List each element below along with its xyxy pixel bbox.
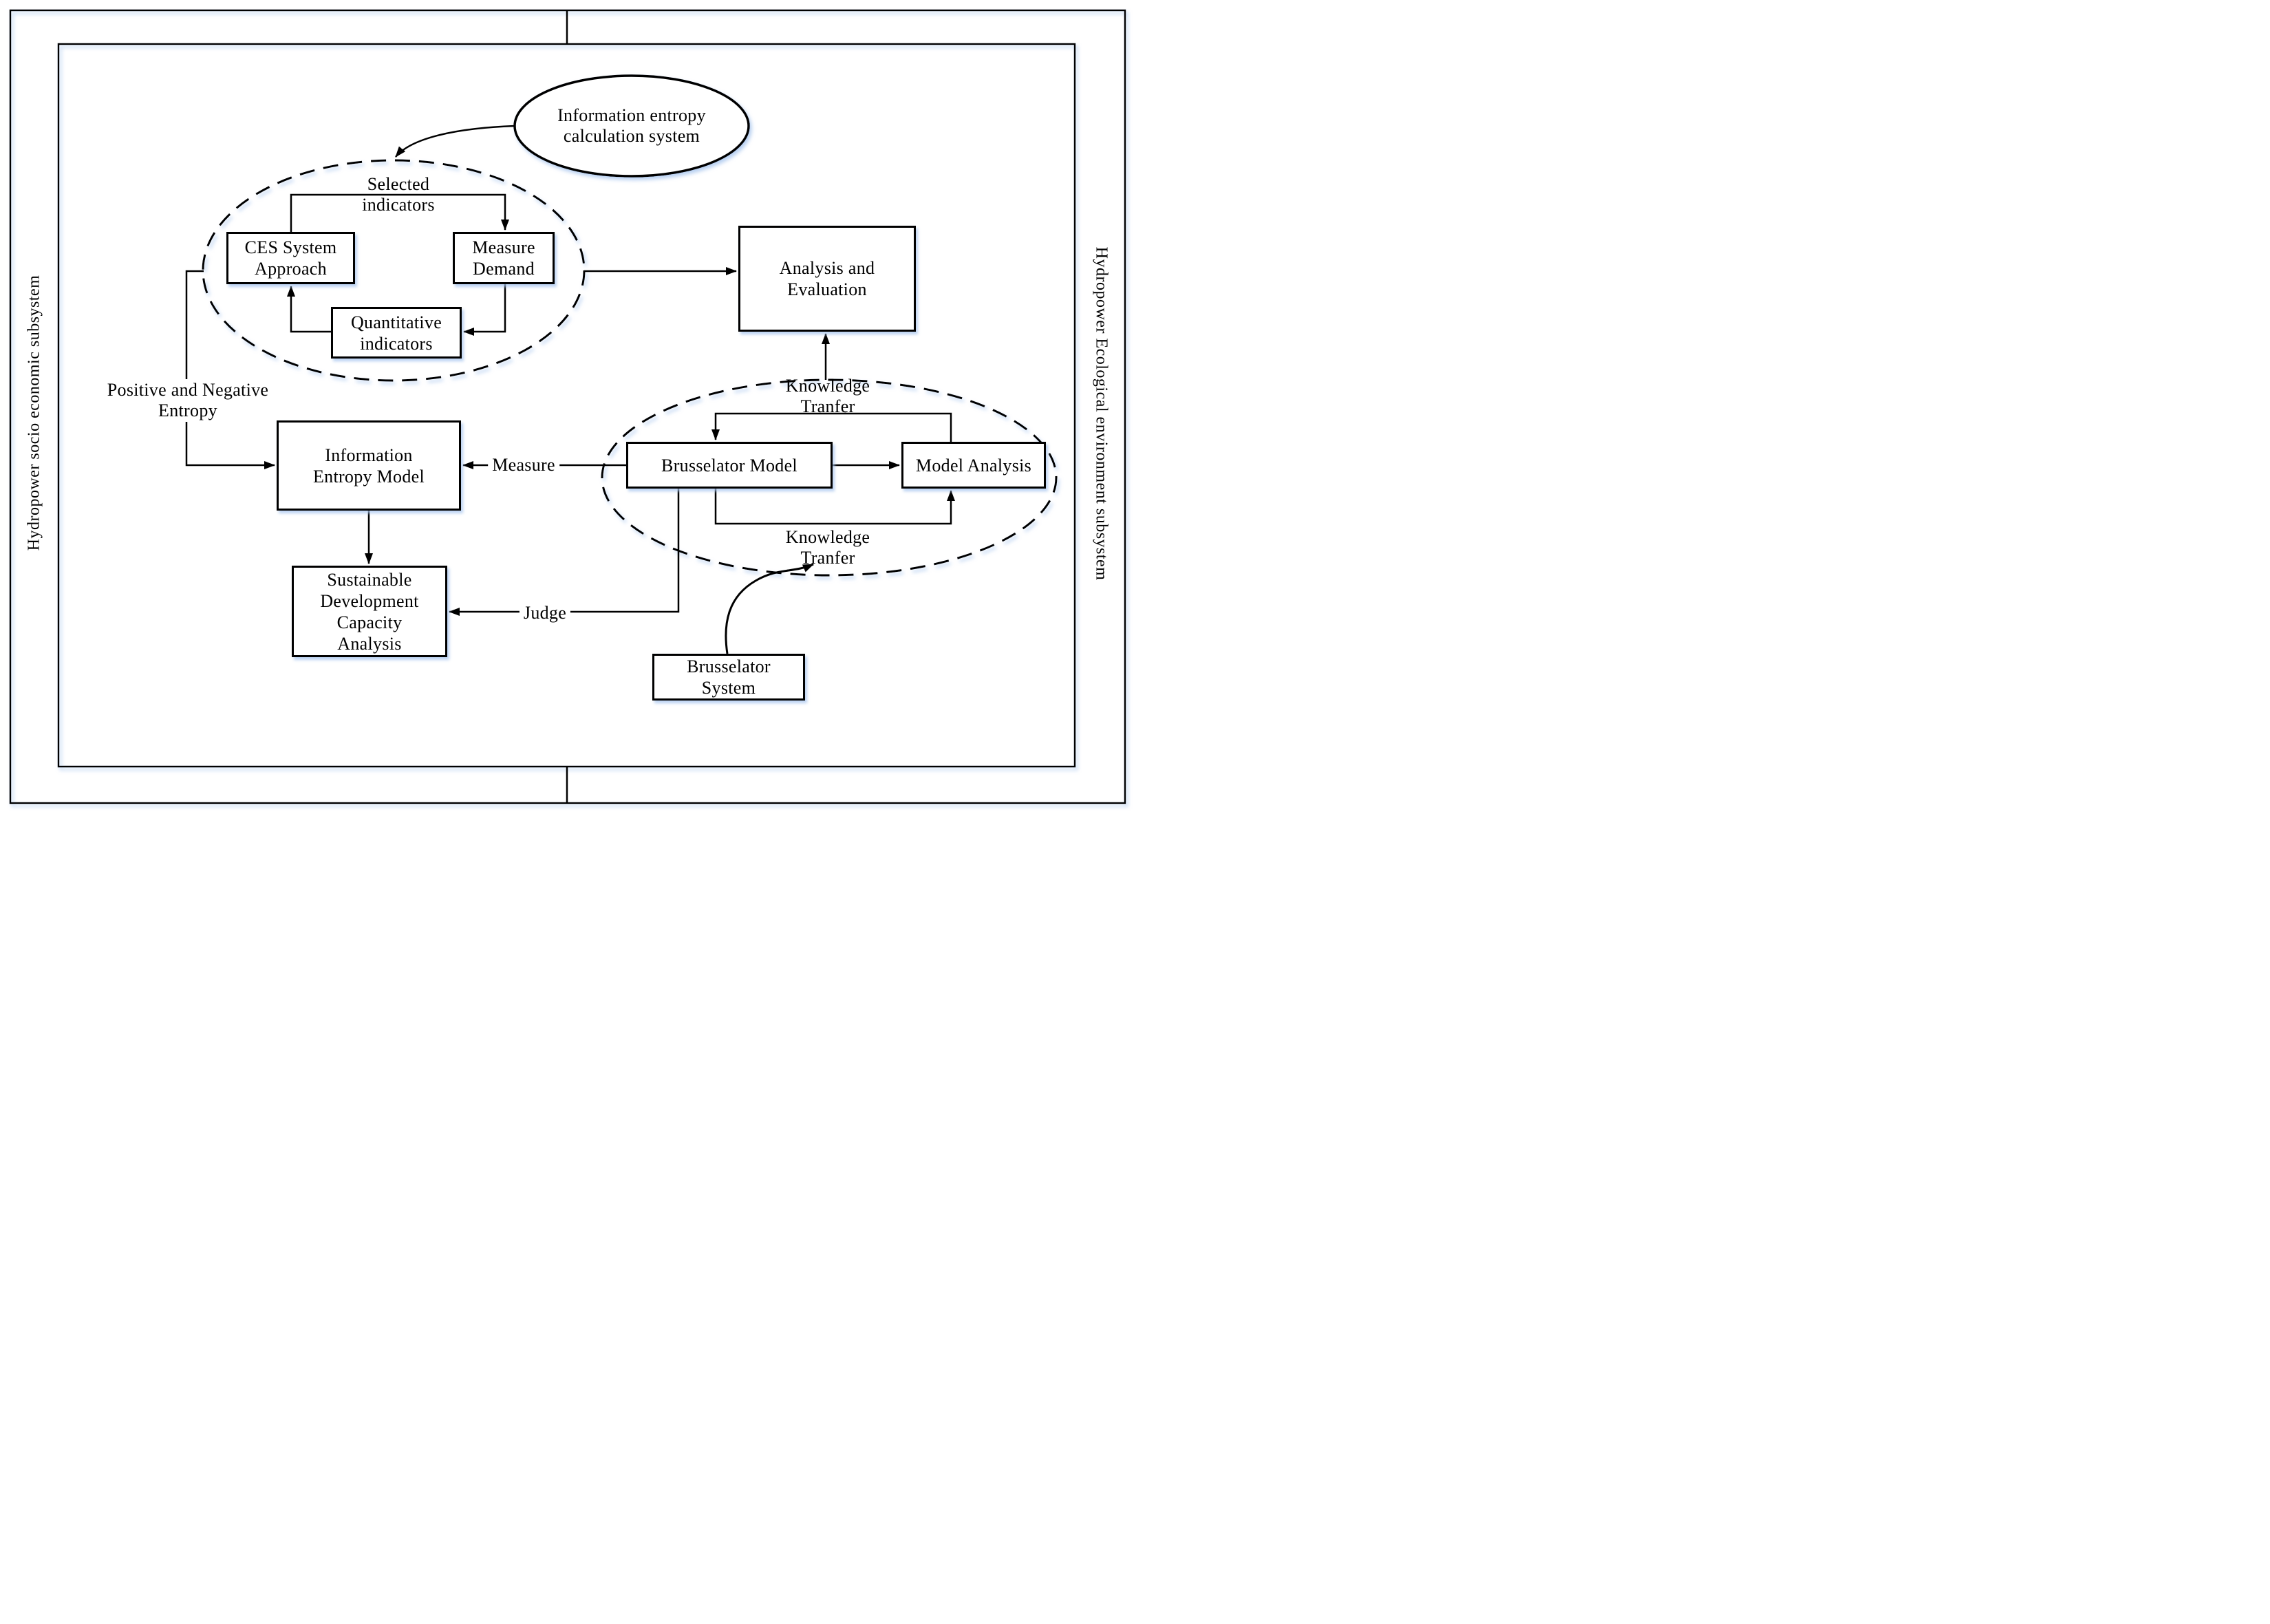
- arrow-knowledge-transfer-top: [711, 412, 952, 442]
- measure-label: Measure: [488, 454, 559, 476]
- knowledge-transfer-top-label: Knowledge Tranfer: [785, 376, 870, 416]
- info-entropy-system-label: Information entropy calculation system: [557, 105, 706, 146]
- selected-indicators-label: Selected indicators: [362, 174, 435, 215]
- arrow-judge: [449, 489, 680, 616]
- brusselator-system-box: Brusselator System: [652, 654, 805, 701]
- analysis-evaluation-box: Analysis and Evaluation: [738, 226, 916, 332]
- positive-negative-entropy-label: Positive and Negative Entropy: [103, 379, 273, 422]
- quantitative-indicators-box: Quantitative indicators: [331, 307, 462, 359]
- measure-demand-box: Measure Demand: [453, 232, 555, 284]
- ces-system-box: CES System Approach: [226, 232, 355, 284]
- arrow-entropy-to-model: [185, 270, 275, 469]
- knowledge-transfer-bottom-label: Knowledge Tranfer: [785, 527, 870, 568]
- sustainable-development-box: Sustainable Development Capacity Analysi…: [292, 566, 447, 657]
- diagram-canvas: CES System Approach Measure Demand Quant…: [0, 0, 1135, 812]
- hydropower-socio-economic-label: Hydropower socio economic subsystem: [25, 275, 43, 551]
- arrow-knowledge-transfer-bottom: [714, 489, 955, 525]
- information-entropy-model-box: Information Entropy Model: [277, 420, 461, 511]
- model-analysis-box: Model Analysis: [901, 442, 1046, 489]
- arrow-measure-demand-to-quantitative: [463, 284, 506, 336]
- hydropower-ecological-label: Hydropower Ecological environment subsys…: [1092, 246, 1111, 581]
- diagram-lines: [9, 9, 1126, 804]
- knowledge-transfer-dashed-ellipse: [601, 378, 1058, 577]
- brusselator-model-box: Brusselator Model: [626, 442, 833, 489]
- arrow-ces-to-measure-demand: [290, 193, 509, 232]
- arrow-system-to-cycle: [395, 125, 515, 158]
- arrow-system-to-knowledge-cycle: [725, 563, 814, 654]
- judge-label: Judge: [519, 602, 571, 624]
- arrow-quantitative-to-ces: [287, 286, 331, 333]
